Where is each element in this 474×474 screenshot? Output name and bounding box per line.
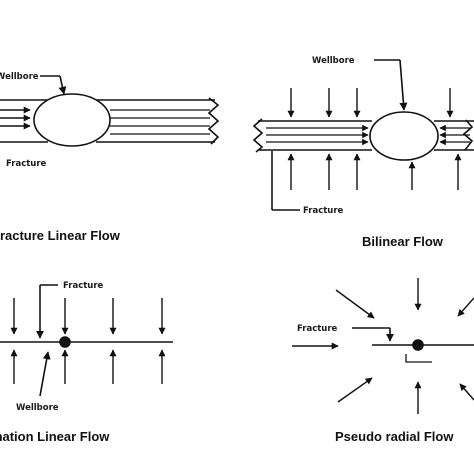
- panel-title-pseudo-radial: Pseudo radial Flow: [335, 429, 454, 444]
- wellbore-leader-arrow: [399, 59, 408, 111]
- fracture-label: Fracture: [63, 281, 104, 291]
- panel-bilinear-flow: [252, 59, 474, 211]
- fracture-label: Fracture: [297, 324, 338, 334]
- flow-lines-right: [110, 109, 210, 135]
- wellbore-label: Wellbore: [312, 56, 355, 66]
- wellbore-leader-line: [39, 351, 51, 397]
- fracture-label: Fracture: [6, 159, 47, 169]
- wellbore-dot: [412, 339, 424, 351]
- formation-flow-arrows-bottom: [10, 349, 166, 384]
- formation-flow-arrows-bottom: [287, 153, 462, 190]
- panel-title-fracture-linear: Fracture Linear Flow: [0, 228, 121, 243]
- wellbore-dot: [59, 336, 71, 348]
- wellbore-bracket: [405, 354, 432, 363]
- panel-formation-linear-flow: [0, 284, 173, 397]
- fracture-flow-arrows-right: [439, 124, 470, 146]
- wellbore-ellipse: [369, 111, 439, 161]
- wellbore-label: Wellbore: [16, 403, 59, 413]
- panel-title-bilinear: Bilinear Flow: [362, 234, 444, 249]
- fracture-label: Fracture: [303, 206, 344, 216]
- fracture-flow-arrows: [266, 124, 369, 146]
- flow-arrows-left: [0, 106, 31, 130]
- wellbore-leader-arrow: [58, 75, 67, 95]
- fracture-break-line: [207, 97, 220, 145]
- formation-flow-arrows-top: [10, 298, 166, 335]
- radial-flow-arrows: [292, 278, 474, 414]
- fracture-break-line-left: [252, 118, 264, 153]
- panel-fracture-linear-flow: [0, 75, 220, 147]
- formation-flow-arrows-top: [287, 88, 454, 118]
- panel-title-formation-linear: Formation Linear Flow: [0, 429, 110, 444]
- wellbore-label: Wellbore: [0, 72, 39, 82]
- panel-pseudo-radial-flow: [292, 278, 474, 414]
- fracture-break-line-right: [462, 119, 474, 151]
- wellbore-ellipse: [33, 93, 111, 147]
